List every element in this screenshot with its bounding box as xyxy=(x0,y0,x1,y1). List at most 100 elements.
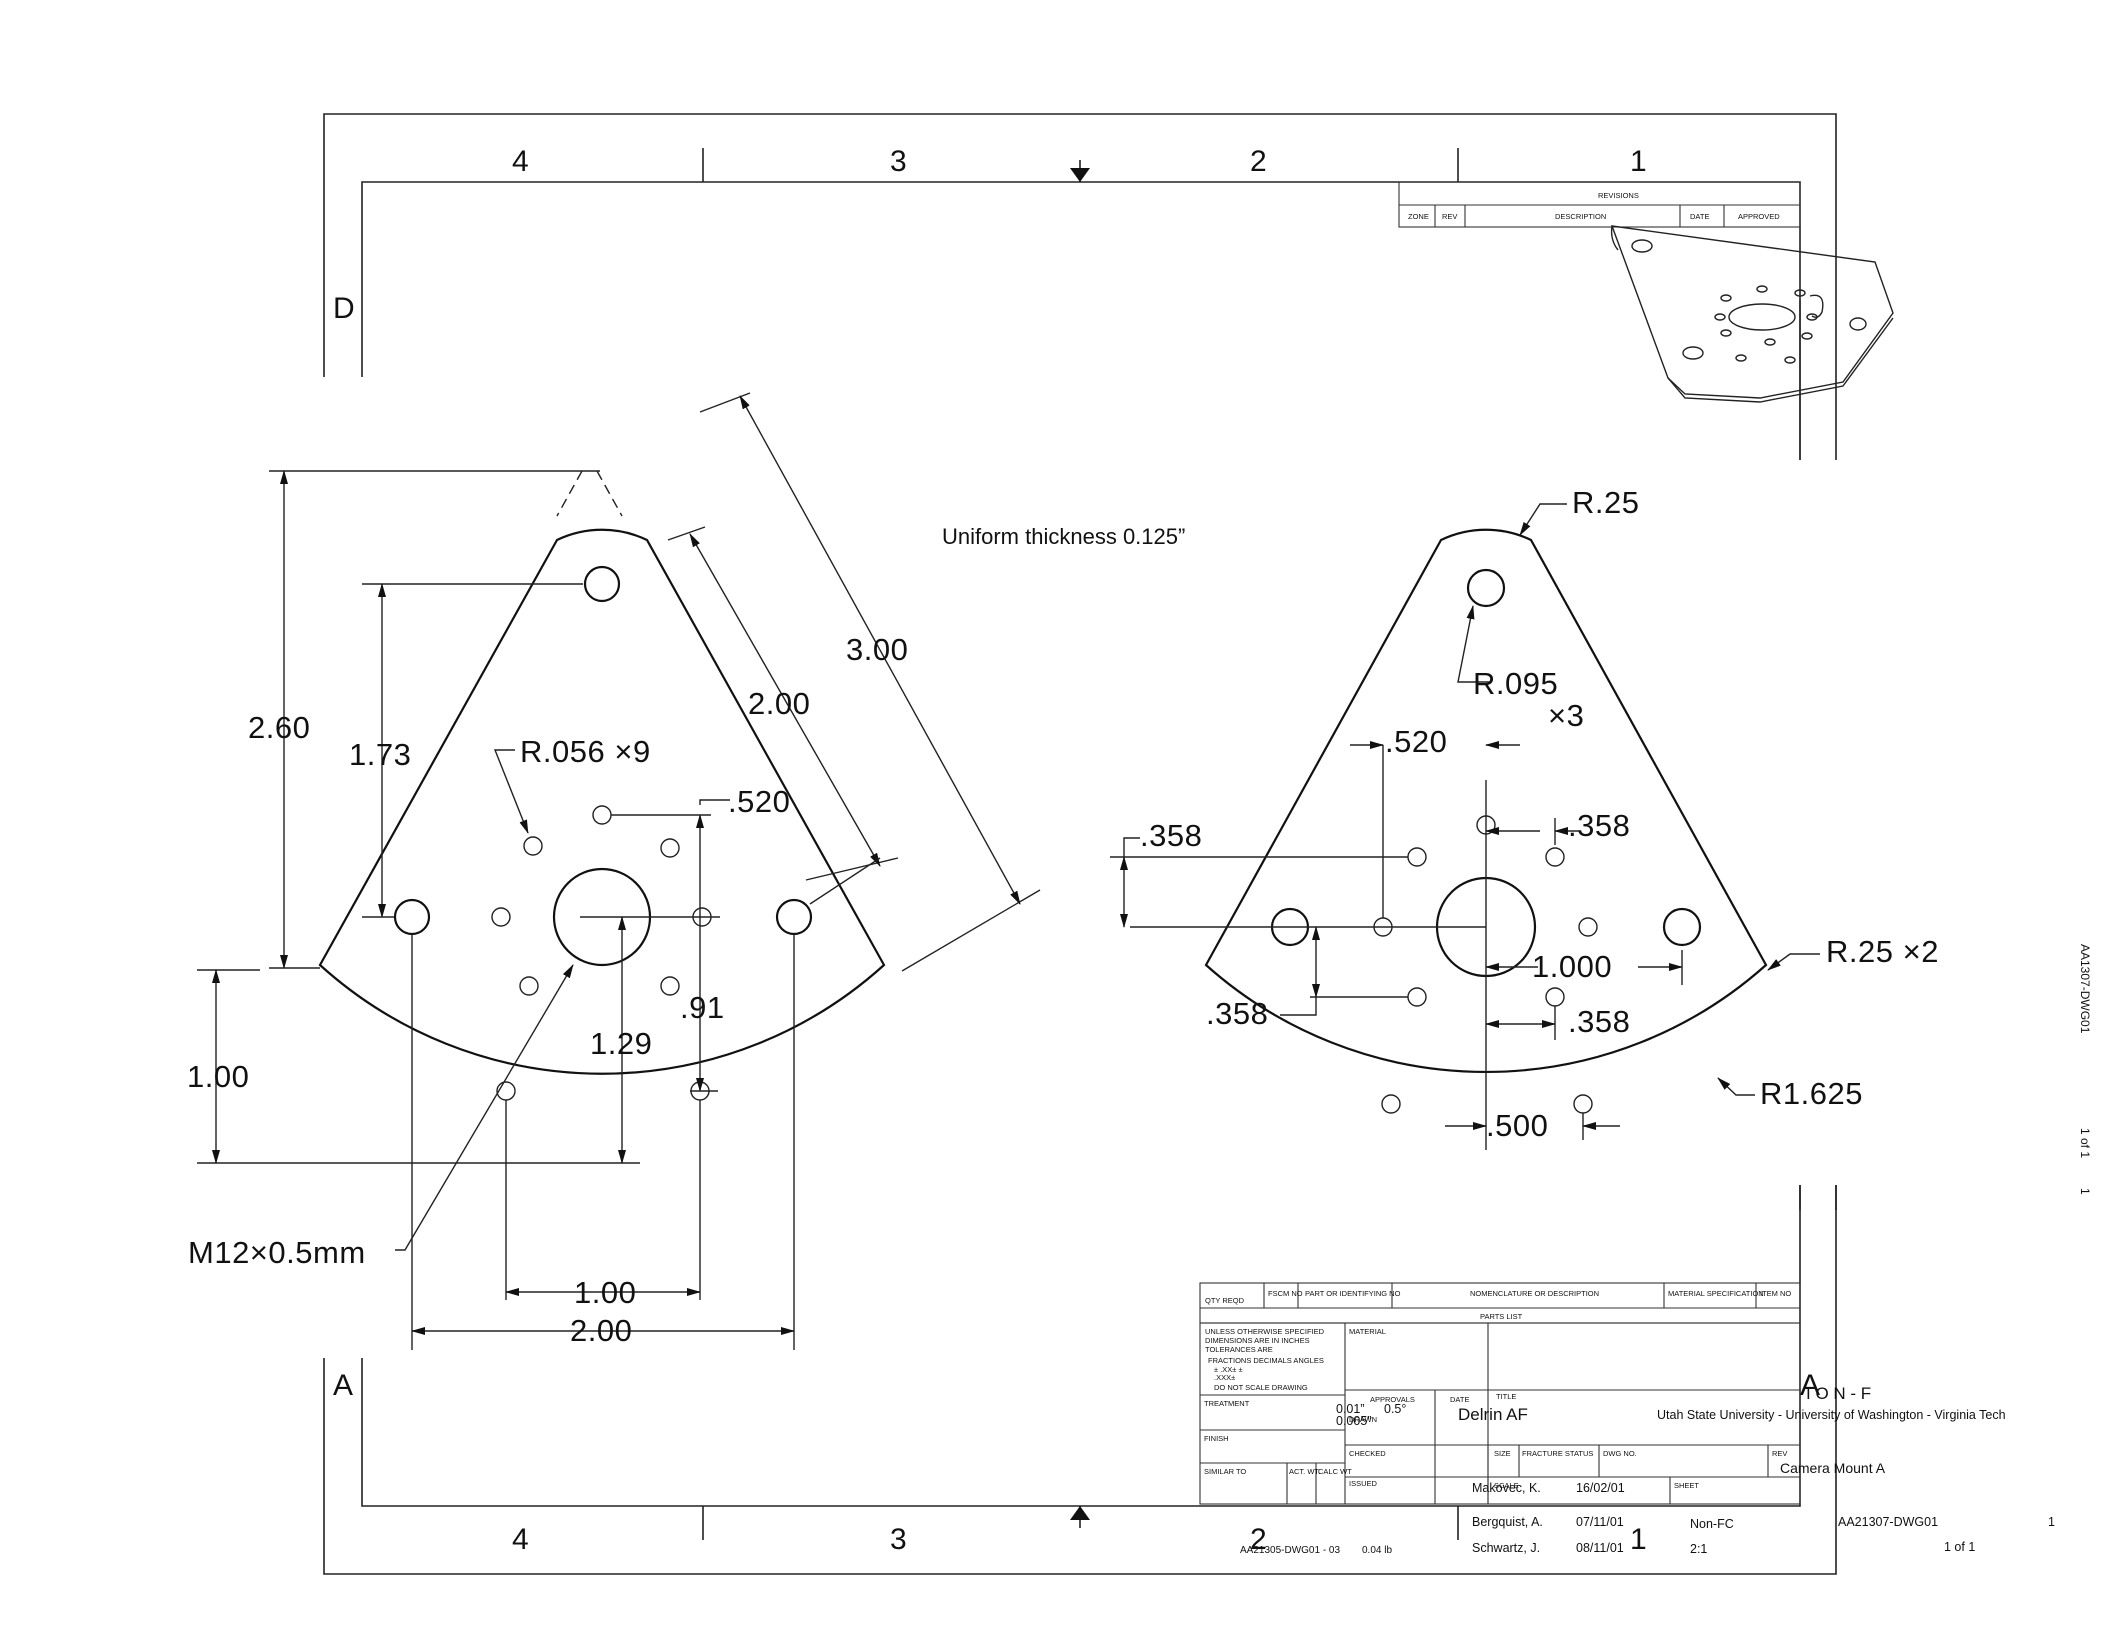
parts-header-item: ITEM NO xyxy=(1760,1289,1791,1298)
label-size: SIZE xyxy=(1494,1449,1511,1458)
dim-2-60: 2.60 xyxy=(248,710,310,745)
label-title: TITLE xyxy=(1496,1392,1516,1401)
tolerance-angles-value: 0.5° xyxy=(1384,1402,1406,1416)
mount-hole-right xyxy=(775,898,813,936)
isometric-view xyxy=(1610,225,1894,460)
dim-r-0-25: R.25 xyxy=(1572,485,1639,520)
revisions-title: REVISIONS xyxy=(1598,191,1639,200)
label-checked: CHECKED xyxy=(1349,1449,1386,1458)
parts-header-qty: QTY REQD xyxy=(1205,1296,1245,1305)
tolerance-decimals-value: 0.01” xyxy=(1336,1402,1365,1416)
zone-label-top-4: 4 xyxy=(512,145,529,178)
organization-name: Utah State University - University of Wa… xyxy=(1657,1408,2006,1422)
scale-value: 2:1 xyxy=(1690,1542,1707,1556)
title-block-grid xyxy=(1199,1282,1801,1505)
parts-header-fscm: FSCM NO xyxy=(1268,1289,1303,1298)
dim-r-1-625: R1.625 xyxy=(1760,1076,1863,1111)
zone-label-bottom-1: 1 xyxy=(1630,1523,1647,1556)
revisions-col-date: DATE xyxy=(1690,212,1709,221)
zone-label-bottom-4: 4 xyxy=(512,1523,529,1556)
label-approvals: APPROVALS xyxy=(1370,1395,1415,1404)
zone-label-bottom-3: 3 xyxy=(890,1523,907,1556)
dim-2-00-horizontal: 2.00 xyxy=(570,1313,632,1348)
revisions-table xyxy=(1398,181,1801,228)
zone-label-row-a-right: A xyxy=(1800,1369,1820,1402)
tolerance-line-4: FRACTIONS DECIMALS ANGLES xyxy=(1208,1356,1324,1365)
drawing-title-value: Camera Mount A xyxy=(1780,1460,1886,1476)
dim-0-358-left-top: .358 xyxy=(1140,818,1202,853)
left-plate-outline xyxy=(318,470,886,1075)
side-sheet: 1 of 1 xyxy=(2078,1128,2092,1158)
mount-hole-top xyxy=(583,565,621,603)
similar-to-value: AA21305-DWG01 - 03 xyxy=(1240,1545,1340,1556)
dim-1-000: 1.000 xyxy=(1532,949,1612,984)
label-act-wt: ACT. WT. xyxy=(1289,1467,1320,1476)
right-dimension-text: R.25 R.095 ×3 .520 .358 .358 .358 .358 1… xyxy=(1140,485,1939,1143)
revisions-col-description: DESCRIPTION xyxy=(1555,212,1606,221)
drawing-number-value: AA21307-DWG01 xyxy=(1838,1515,1938,1529)
project-name: I O N - F xyxy=(1806,1384,1871,1403)
label-scale: SCALE xyxy=(1494,1481,1519,1490)
checked-date: 07/11/01 xyxy=(1576,1515,1624,1529)
parts-header-material: MATERIAL SPECIFICATION xyxy=(1668,1289,1764,1298)
dim-r-0-25-x2: R.25 ×2 xyxy=(1826,934,1939,969)
zone-label-row-d: D xyxy=(333,292,355,325)
dim-1-00-vertical: 1.00 xyxy=(187,1059,249,1094)
parts-list-title: PARTS LIST xyxy=(1480,1312,1523,1321)
revisions-col-rev: REV xyxy=(1442,212,1457,221)
label-rev: REV xyxy=(1772,1449,1787,1458)
dim-3-00: 3.00 xyxy=(846,632,908,667)
callout-hole-radius: R.056 ×9 xyxy=(520,734,651,769)
callout-thread: M12×0.5mm xyxy=(188,1235,366,1270)
dim-0-358-right-top: .358 xyxy=(1568,808,1630,843)
zone-label-top-3: 3 xyxy=(890,145,907,178)
right-dimension-lines xyxy=(1110,503,1820,1150)
dim-0-520-right: .520 xyxy=(1385,724,1447,759)
zone-label-top-2: 2 xyxy=(1250,145,1267,178)
parts-header-part-no: PART OR IDENTIFYING NO xyxy=(1305,1289,1401,1298)
tolerance-line-2: DIMENSIONS ARE IN INCHES xyxy=(1205,1336,1310,1345)
tolerance-line-6: .XXX± xyxy=(1214,1373,1235,1382)
dim-0-358-right-bottom: .358 xyxy=(1568,1004,1630,1039)
sheet-value: 1 of 1 xyxy=(1944,1540,1975,1554)
dim-1-29: 1.29 xyxy=(590,1026,652,1061)
dim-0-500: .500 xyxy=(1486,1108,1548,1143)
tolerance-line-7: DO NOT SCALE DRAWING xyxy=(1214,1383,1308,1392)
zone-label-bottom-2: 2 xyxy=(1250,1523,1267,1556)
drawn-date: 16/02/01 xyxy=(1576,1481,1625,1495)
tolerance-line-3: TOLERANCES ARE xyxy=(1205,1345,1273,1354)
zone-label-row-a: A xyxy=(333,1369,353,1402)
right-plate-outline xyxy=(1204,528,1768,1074)
zone-label-top-1: 1 xyxy=(1630,145,1647,178)
mount-hole-left xyxy=(393,898,431,936)
weight-value: 0.04 lb xyxy=(1362,1545,1392,1556)
label-drawn: DRAWN xyxy=(1349,1415,1377,1424)
dim-x3: ×3 xyxy=(1548,698,1584,733)
fracture-status-value: Non-FC xyxy=(1690,1517,1734,1531)
revision-value: 1 xyxy=(2048,1515,2055,1529)
label-similar-to: SIMILAR TO xyxy=(1204,1467,1246,1476)
label-material: MATERIAL xyxy=(1349,1327,1386,1336)
side-revision: 1 xyxy=(2078,1188,2092,1195)
side-drawing-number: AA1307-DWG01 xyxy=(2078,944,2092,1034)
revisions-col-approved: APPROVED xyxy=(1738,212,1780,221)
dim-2-00-slanted: 2.00 xyxy=(748,686,810,721)
revisions-col-zone: ZONE xyxy=(1408,212,1429,221)
parts-header-nomenclature: NOMENCLATURE OR DESCRIPTION xyxy=(1470,1289,1599,1298)
left-plate-holes xyxy=(393,565,813,1101)
tolerance-decimals2-value: 0.005” xyxy=(1336,1414,1371,1428)
dim-1-00-horizontal: 1.00 xyxy=(574,1275,636,1310)
label-fracture-status: FRACTURE STATUS xyxy=(1522,1449,1593,1458)
drawing-border xyxy=(323,113,1837,1575)
dim-0-358-left-bottom: .358 xyxy=(1206,996,1268,1031)
label-dwg-no: DWG NO. xyxy=(1603,1449,1637,1458)
label-issued: ISSUED xyxy=(1349,1479,1378,1488)
dim-0-91: .91 xyxy=(680,990,725,1025)
issued-by: Schwartz, J. xyxy=(1472,1541,1540,1555)
left-dimension-lines xyxy=(197,392,1041,1350)
dim-0-520: .520 xyxy=(728,784,790,819)
tolerance-line-1: UNLESS OTHERWISE SPECIFIED xyxy=(1205,1327,1325,1336)
material-value: Delrin AF xyxy=(1458,1405,1528,1424)
label-calc-wt: CALC WT xyxy=(1318,1467,1352,1476)
